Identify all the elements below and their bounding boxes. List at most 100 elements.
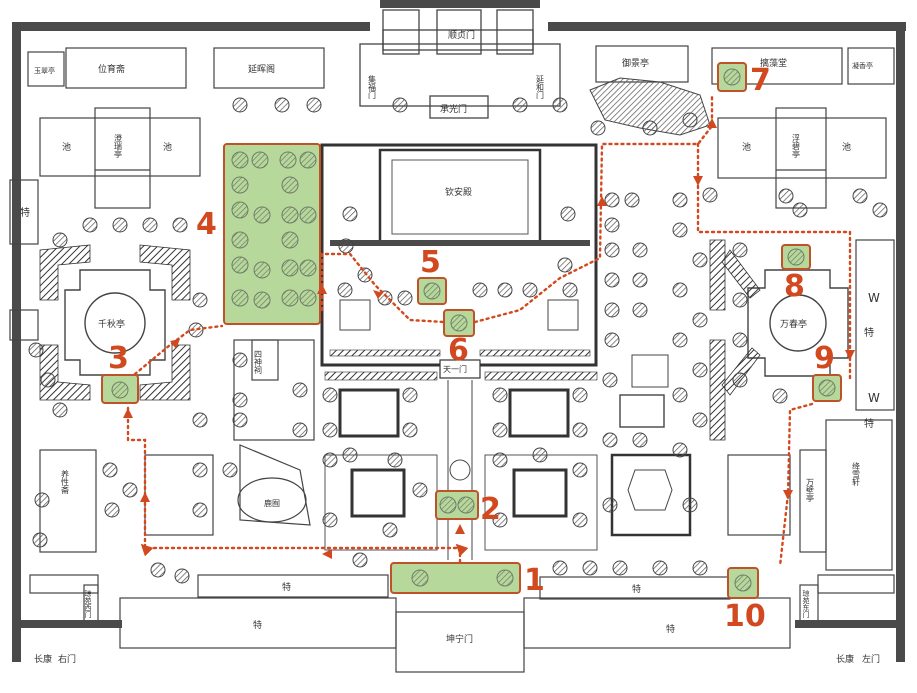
label-ji-fu-men: 集福门 <box>368 74 377 100</box>
highlight-tree <box>253 206 271 224</box>
marker-8: 8 <box>784 269 805 304</box>
tree <box>397 290 413 306</box>
marker-1: 1 <box>524 563 545 598</box>
label-wei-yu-zhai: 位育斋 <box>98 63 125 75</box>
tree <box>492 452 508 468</box>
highlight-tree <box>450 314 468 332</box>
tree <box>52 232 68 248</box>
tree <box>192 412 208 428</box>
tree <box>102 462 118 478</box>
tree <box>632 302 648 318</box>
tree <box>772 388 788 404</box>
tree <box>672 332 688 348</box>
tree <box>692 362 708 378</box>
tree <box>732 332 748 348</box>
label-si-shen-ci: 四神祠 <box>254 350 263 375</box>
label-qiong-yuan-xi-men: 琼苑西门 <box>84 589 92 619</box>
tree <box>232 412 248 428</box>
tree <box>672 387 688 403</box>
tree <box>652 560 668 576</box>
tree <box>492 422 508 438</box>
tree <box>232 392 248 408</box>
highlight-tree <box>253 291 271 309</box>
tree <box>232 352 248 368</box>
tree <box>672 222 688 238</box>
tree <box>692 252 708 268</box>
marker-4: 4 <box>196 207 217 242</box>
label-te-right-2: 特 <box>864 418 874 430</box>
highlight-trees <box>111 68 836 592</box>
tree <box>512 97 528 113</box>
arrow-3 <box>140 492 150 502</box>
highlight-tree <box>279 151 297 169</box>
arrow-6 <box>317 284 327 294</box>
label-fu-bi-ting: 浮碧亭 <box>792 133 801 158</box>
tree <box>624 192 640 208</box>
tree <box>692 312 708 328</box>
tree <box>104 502 120 518</box>
tree <box>82 217 98 233</box>
tree <box>172 217 188 233</box>
highlight-tree <box>734 574 752 592</box>
qian-qiu-ting-walls <box>39 244 191 401</box>
label-jiang-xue-xuan: 绛雪轩 <box>852 461 861 487</box>
tree <box>342 447 358 463</box>
tree <box>552 560 568 576</box>
label-chi-zao-tang: 摛藻堂 <box>760 57 787 69</box>
label-qian-qiu-ting: 千秋亭 <box>98 318 125 330</box>
label-wan-chun-ting: 万春亭 <box>780 318 807 330</box>
highlight-tree <box>723 68 741 86</box>
tree <box>150 562 166 578</box>
tree <box>497 282 513 298</box>
tree <box>672 442 688 458</box>
label-wan-bi-ting: 万壁亭 <box>806 478 815 502</box>
arrow-4 <box>123 408 133 418</box>
tree <box>122 482 138 498</box>
tree <box>672 282 688 298</box>
tree <box>338 238 354 254</box>
arrow-11 <box>845 350 855 360</box>
highlight-tree <box>111 381 129 399</box>
markers: 1 2 3 4 5 6 7 8 9 10 <box>108 63 835 634</box>
marker-5: 5 <box>420 245 441 280</box>
label-kun-ning-men: 坤宁门 <box>446 633 473 645</box>
highlight-tree <box>253 261 271 279</box>
tree <box>342 206 358 222</box>
tree <box>672 192 688 208</box>
tree <box>602 432 618 448</box>
tree <box>632 242 648 258</box>
tree <box>792 202 808 218</box>
tree <box>472 282 488 298</box>
tree <box>602 372 618 388</box>
tree <box>292 422 308 438</box>
tree <box>604 272 620 288</box>
tree <box>322 512 338 528</box>
highlight-tree <box>231 176 249 194</box>
tree <box>572 387 588 403</box>
label-chang-kang-left: 长康 <box>34 653 52 665</box>
tree <box>732 372 748 388</box>
highlight-tree <box>231 256 249 274</box>
highlight-tree <box>299 206 317 224</box>
tree <box>492 387 508 403</box>
arrow-1 <box>455 524 465 534</box>
label-yu-cui-ting: 玉翠亭 <box>34 66 55 75</box>
arrow-5 <box>170 339 180 349</box>
tree <box>557 257 573 273</box>
tree <box>604 242 620 258</box>
tree <box>560 206 576 222</box>
outer-walls <box>12 0 906 662</box>
tree <box>852 188 868 204</box>
tree <box>382 522 398 538</box>
tree <box>682 497 698 513</box>
arrow-12 <box>783 490 793 500</box>
tree <box>572 512 588 528</box>
highlight-tree <box>439 496 457 514</box>
tree <box>604 302 620 318</box>
highlight-tree <box>281 259 299 277</box>
label-yang-xing-zhai: 养性斋 <box>61 469 70 495</box>
si-shen-ci <box>144 339 315 536</box>
highlight-tree <box>251 151 269 169</box>
